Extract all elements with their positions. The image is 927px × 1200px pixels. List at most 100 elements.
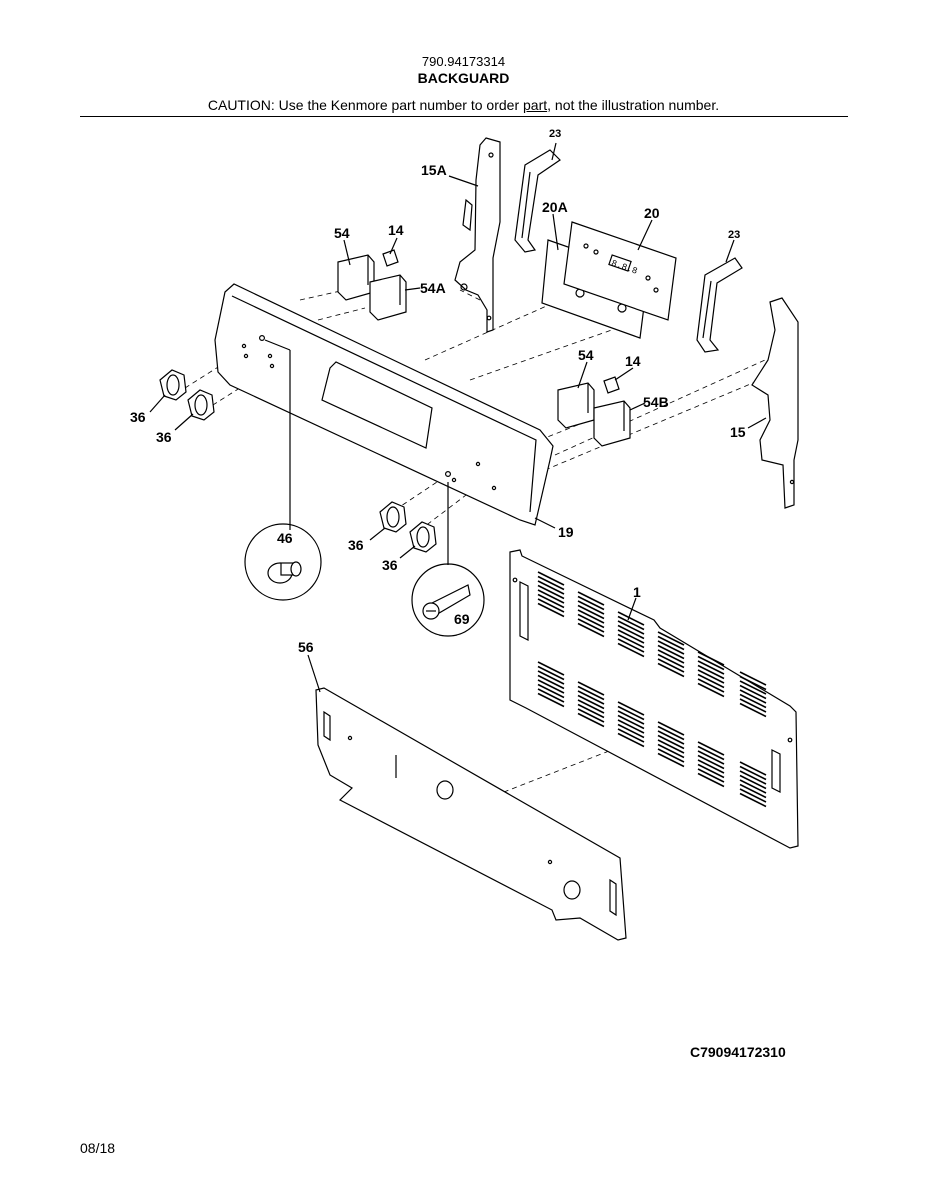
label-part-23: 23 — [549, 128, 561, 140]
vent-slot — [657, 644, 685, 660]
knob-36-c — [379, 501, 407, 533]
vent-slot — [577, 600, 605, 615]
vent-slot — [577, 708, 605, 723]
indicator-14-upper — [382, 249, 399, 267]
control-panel-19 — [214, 283, 554, 526]
label-part-14: 14 — [625, 353, 641, 369]
vent-slot — [537, 670, 565, 685]
vent-slot — [577, 703, 605, 719]
label-part-54: 54 — [578, 347, 594, 363]
label-part-69: 69 — [454, 611, 470, 627]
vent-slot — [577, 595, 605, 611]
vent-slot — [697, 651, 725, 666]
vent-slot — [739, 761, 767, 776]
vent-slot — [739, 698, 767, 713]
vent-slot — [537, 683, 565, 699]
vent-slot — [739, 774, 767, 790]
model-number: 790.94173314 — [421, 54, 506, 69]
switch-54-lower — [557, 382, 595, 429]
label-part-54: 54 — [334, 225, 350, 241]
vent-slot — [577, 712, 605, 728]
header-divider — [80, 116, 848, 117]
switch-54-upper — [337, 254, 375, 301]
label-part-36: 36 — [130, 409, 146, 425]
vent-slot — [739, 671, 767, 686]
vent-slot — [657, 730, 685, 745]
vent-slot — [537, 661, 565, 676]
vent-slot — [537, 688, 565, 703]
indicator-14-lower — [603, 376, 620, 394]
vent-slot — [697, 664, 725, 680]
vent-slot — [617, 642, 645, 658]
vent-slot — [697, 669, 725, 684]
vent-slot — [617, 728, 645, 743]
detail-69 — [411, 482, 485, 637]
vent-slot — [739, 783, 767, 799]
vent-slot — [657, 725, 685, 741]
vent-slot — [577, 690, 605, 705]
revision-date: 08/18 — [80, 1140, 116, 1156]
vent-slot — [697, 673, 725, 689]
label-part-14: 14 — [388, 222, 404, 238]
vent-slot — [577, 609, 605, 624]
vent-slot — [537, 575, 565, 591]
vent-slot — [697, 660, 725, 675]
vent-slot — [697, 745, 725, 761]
vent-slot — [617, 732, 645, 748]
trim-23-right — [696, 257, 743, 353]
vent-slot — [657, 734, 685, 750]
label-part-20: 20 — [644, 205, 660, 221]
vent-slot — [697, 678, 725, 693]
vent-slot — [617, 719, 645, 734]
vent-slot — [537, 593, 565, 609]
label-part-36: 36 — [156, 429, 172, 445]
side-bracket-15a — [454, 137, 501, 333]
vent-slot — [657, 635, 685, 651]
vent-slot — [617, 710, 645, 725]
assembly-lines — [184, 289, 766, 816]
label-part-36: 36 — [382, 557, 398, 573]
vent-slot — [697, 682, 725, 698]
label-part-36: 36 — [348, 537, 364, 553]
vent-slot — [577, 694, 605, 710]
detail-46 — [244, 339, 322, 601]
vent-slot — [657, 640, 685, 655]
vent-slot — [657, 658, 685, 673]
vent-slot — [697, 768, 725, 783]
vent-slot — [657, 752, 685, 768]
vent-slot — [537, 679, 565, 694]
vent-slot — [537, 589, 565, 604]
vent-slot — [657, 653, 685, 669]
vent-slot — [739, 689, 767, 704]
vent-slot — [739, 765, 767, 781]
vent-slot — [577, 681, 605, 696]
vent-slot — [697, 763, 725, 779]
part-link[interactable]: part — [523, 97, 548, 113]
label-part-20a: 20A — [542, 199, 568, 215]
label-part-56: 56 — [298, 639, 314, 655]
vent-slot — [739, 702, 767, 718]
vent-slots — [537, 571, 767, 808]
label-part-15a: 15A — [421, 162, 447, 178]
vent-slot — [657, 748, 685, 763]
vent-slot — [739, 675, 767, 691]
vent-slot — [697, 741, 725, 756]
vent-slot — [739, 680, 767, 695]
knob-36-d — [409, 521, 437, 553]
vent-slot — [657, 662, 685, 678]
vent-slot — [739, 770, 767, 785]
vent-slot — [537, 665, 565, 681]
vent-slot — [537, 571, 565, 586]
vent-slot — [739, 684, 767, 700]
caution-text-end: , not the illustration number. — [547, 97, 720, 113]
vent-slot — [697, 655, 725, 671]
label-part-23: 23 — [728, 229, 740, 241]
vent-slot — [617, 714, 645, 730]
side-bracket-15 — [751, 297, 799, 509]
vent-slot — [577, 591, 605, 606]
vent-slot — [537, 674, 565, 690]
switch-54b — [593, 400, 631, 447]
vent-slot — [617, 611, 645, 626]
vent-slot — [657, 743, 685, 759]
